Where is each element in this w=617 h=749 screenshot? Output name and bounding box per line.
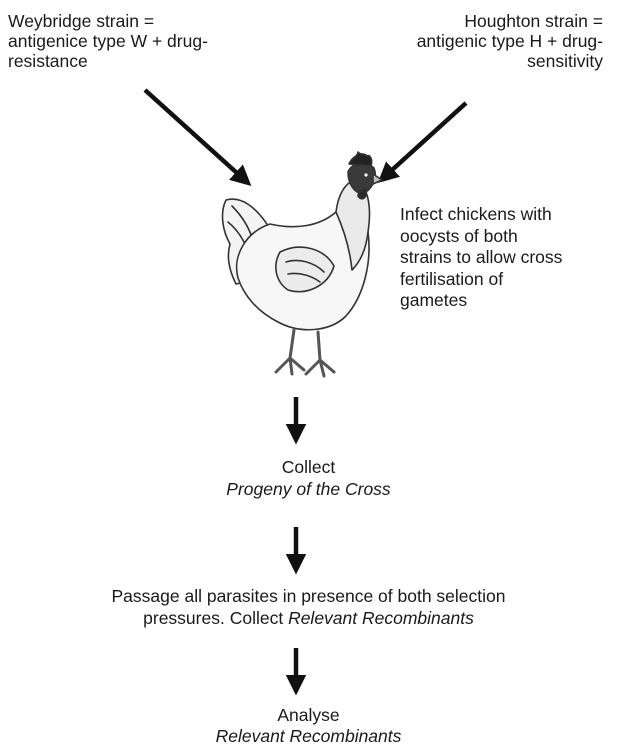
houghton-arrow-icon bbox=[381, 103, 466, 180]
chicken-icon bbox=[223, 152, 382, 376]
weybridge-arrow-icon bbox=[145, 90, 248, 183]
